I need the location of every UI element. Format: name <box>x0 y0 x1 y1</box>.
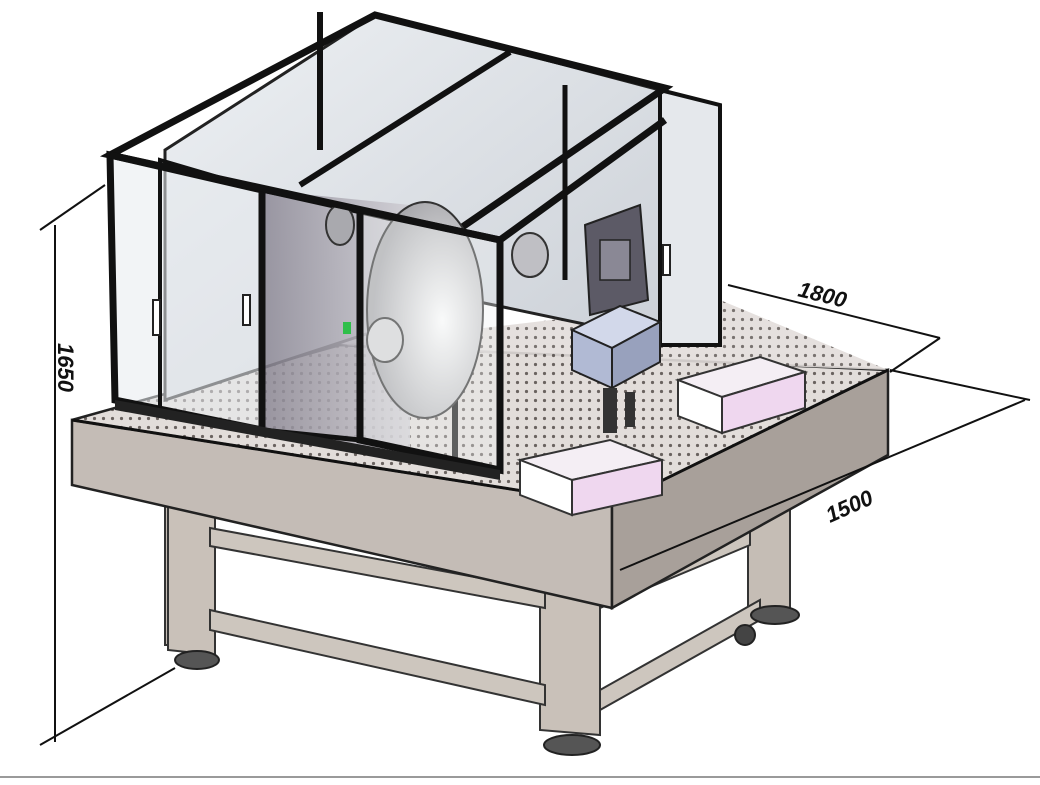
bottom-divider <box>0 776 1040 778</box>
green-indicator-light <box>343 322 351 334</box>
rotation-stage-disc <box>325 201 549 419</box>
camera-box <box>569 304 663 433</box>
length-dimension-label: 1800 <box>796 277 850 313</box>
dimension-height: 1650 <box>39 184 176 746</box>
vertical-stage-plate <box>583 203 650 317</box>
foam-block-right <box>674 355 809 435</box>
enclosure-front-doors <box>106 117 671 480</box>
width-dimension-label: 1500 <box>822 485 878 528</box>
height-dimension-label: 1650 <box>53 343 78 393</box>
foam-block-front <box>516 438 666 517</box>
